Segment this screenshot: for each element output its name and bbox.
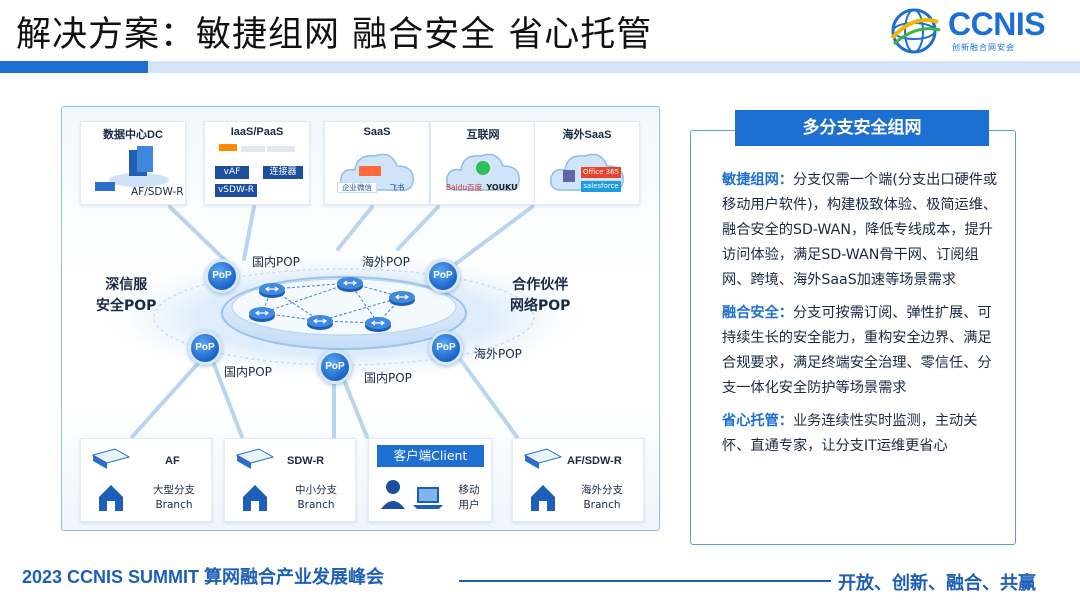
- network-diagram: 数据中心DC AF/SDW-R IaaS/PaaS vAF 连接器 vSDW-R…: [61, 106, 660, 531]
- router-icons: [249, 277, 415, 332]
- page-title: 解决方案：敏捷组网 融合安全 省心托管: [16, 15, 653, 55]
- office365-tag: Office 365: [581, 167, 621, 178]
- header-accent-bar: [0, 61, 148, 73]
- branch-type: 海外分支 Branch: [581, 484, 623, 511]
- vaf-tag: vAF: [215, 166, 249, 179]
- branch-type: 中小分支 Branch: [295, 484, 337, 511]
- pop-label-domestic: 国内POP: [364, 371, 412, 385]
- client-heading: 客户端Client: [377, 445, 484, 467]
- section-agile: 敏捷组网：分支仅需一个端(分支出口硬件或移动用户软件)，构建极致体验、极简运维、…: [722, 172, 998, 288]
- branch-device-name: AF/SDW-R: [567, 455, 622, 467]
- iaas-paas-box: IaaS/PaaS vAF 连接器 vSDW-R: [204, 121, 310, 205]
- saas-label: SaaS: [363, 126, 391, 138]
- pop-badge: PoP: [205, 259, 239, 293]
- pop-label-domestic: 国内POP: [252, 255, 300, 269]
- overseas-saas-box: 海外SaaS Office 365 salesforce: [534, 121, 640, 205]
- pop-badge: PoP: [318, 350, 352, 384]
- user-laptop-icon: [381, 480, 443, 509]
- client-type: 移动 用户: [458, 484, 480, 511]
- branch-device-name: AF: [165, 455, 180, 467]
- dc-box: 数据中心DC AF/SDW-R: [80, 121, 186, 205]
- pop-label-overseas: 海外POP: [474, 347, 522, 361]
- branch-type: 大型分支 Branch: [153, 484, 195, 511]
- globe-logo-icon: [890, 8, 941, 54]
- client-box: 客户端Client 移动 用户: [368, 438, 492, 522]
- cloud-vendors-icon: [219, 144, 295, 152]
- iaas-paas-label: IaaS/PaaS: [230, 126, 284, 138]
- pop-label-overseas: 海外POP: [362, 255, 410, 269]
- section-security: 融合安全：分支可按需订阅、弹性扩展、可持续生长的安全能力，重构安全边界、满足合规…: [722, 305, 992, 396]
- internet-label: 互联网: [466, 129, 500, 141]
- pop-badge: PoP: [429, 331, 463, 365]
- footer-slogan: 开放、创新、融合、共赢: [838, 573, 1036, 594]
- server-icon: [95, 146, 169, 191]
- pop-label-domestic: 国内POP: [224, 365, 272, 379]
- pop-badge: PoP: [426, 259, 460, 293]
- cloud-icon: [445, 153, 520, 192]
- cloud-icon: [339, 153, 414, 192]
- header-divider: [0, 61, 1080, 73]
- pop-badge: PoP: [188, 331, 222, 365]
- sangfor-pop-label: 深信服 安全POP: [96, 277, 157, 314]
- section-managed: 省心托管：业务连续性实时监测，主动关怀、直通专家，让分支IT运维更省心: [722, 413, 978, 454]
- internet-box: 互联网 Baidu百度 YOUKU: [430, 121, 536, 205]
- branch-box-af: AF 大型分支 Branch: [80, 438, 212, 522]
- footer-event-name: 2023 CCNIS SUMMIT 算网融合产业发展峰会: [22, 567, 385, 587]
- appliance-icon: [523, 448, 563, 511]
- footer-divider: [459, 580, 831, 582]
- saas-box: SaaS 企业微信 飞书: [324, 121, 430, 205]
- overseas-saas-label: 海外SaaS: [562, 129, 612, 141]
- vsdwr-tag: vSDW-R: [215, 184, 257, 197]
- branch-box-overseas: AF/SDW-R 海外分支 Branch: [512, 438, 644, 522]
- logo-wordmark: CCNIS: [948, 6, 1046, 42]
- logo-subtitle: 创新融合网安会: [952, 43, 1015, 52]
- dc-device-label: AF/SDW-R: [131, 186, 184, 198]
- ccnis-logo: CCNIS 创新融合网安会: [886, 4, 1066, 56]
- appliance-icon: [91, 448, 131, 511]
- branch-box-sdwr: SDW-R 中小分支 Branch: [224, 438, 356, 522]
- baidu-tag: Baidu百度: [445, 183, 483, 192]
- branch-device-name: SDW-R: [287, 455, 325, 467]
- panel-body: 敏捷组网：分支仅需一个端(分支出口硬件或移动用户软件)，构建极致体验、极简运维、…: [722, 168, 1000, 467]
- dc-label: 数据中心DC: [103, 129, 163, 141]
- connector-tag: 连接器: [263, 166, 303, 179]
- youku-tag: YOUKU: [486, 183, 518, 192]
- description-panel: [690, 130, 1016, 545]
- feishu-tag: 飞书: [389, 183, 405, 192]
- partner-pop-label: 合作伙伴 网络POP: [510, 277, 571, 314]
- wecom-tag: 企业微信: [337, 182, 377, 193]
- panel-title: 多分支安全组网: [735, 110, 989, 146]
- appliance-icon: [235, 448, 275, 511]
- salesforce-tag: salesforce: [581, 181, 621, 192]
